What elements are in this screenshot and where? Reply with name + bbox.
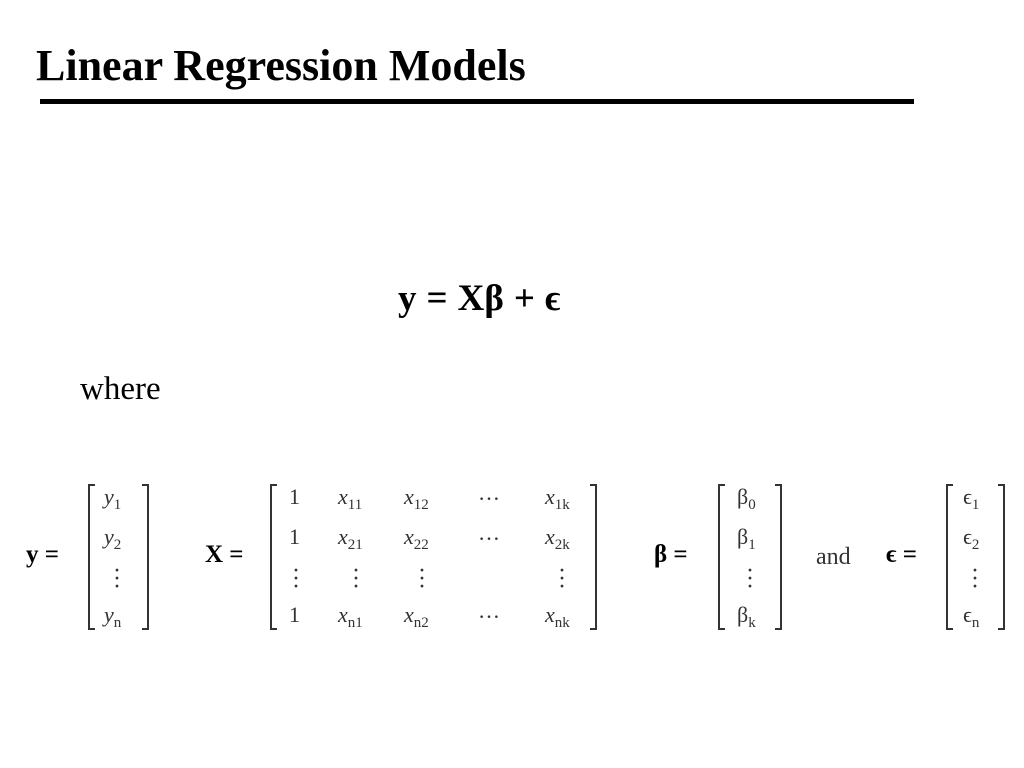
- x-cell-1-1: 1: [289, 484, 300, 509]
- error-left-bracket: [946, 484, 953, 630]
- x-cell-1-3: x12: [404, 484, 429, 513]
- equation-error: ϵ: [544, 278, 561, 319]
- error-vdots: ···: [971, 558, 979, 600]
- x-cell-n-4: …: [478, 598, 500, 623]
- x-cell-1-2: x11: [338, 484, 363, 513]
- x-cell-2-5: x2k: [545, 524, 570, 553]
- x-cell-1-4: …: [478, 480, 500, 505]
- equation-plus: +: [513, 278, 535, 319]
- y-vdots: ···: [113, 558, 121, 600]
- x-vdots-col-5: ···: [558, 558, 566, 600]
- error-entry-2: ϵ2: [963, 524, 980, 553]
- x-matrix-label: X =: [205, 541, 244, 568]
- x-cell-n-5: xnk: [545, 602, 570, 631]
- beta-vdots: ···: [746, 558, 754, 600]
- x-vdots-col-2: ···: [352, 558, 360, 600]
- beta-entry-0: β0: [737, 484, 756, 513]
- y-entry-1: y1: [104, 484, 122, 513]
- y-left-bracket: [88, 484, 95, 630]
- equation-x-beta: Xβ: [457, 278, 504, 319]
- y-entry-n: yn: [104, 602, 122, 631]
- x-right-bracket: [590, 484, 597, 630]
- x-cell-2-3: x22: [404, 524, 429, 553]
- x-cell-n-3: xn2: [404, 602, 429, 631]
- y-entry-2: y2: [104, 524, 122, 553]
- equation-y: y: [398, 278, 417, 319]
- x-cell-1-5: x1k: [545, 484, 570, 513]
- x-cell-2-2: x21: [338, 524, 363, 553]
- beta-vector-label: β =: [654, 541, 688, 568]
- x-cell-2-1: 1: [289, 524, 300, 549]
- beta-entry-k: βk: [737, 602, 756, 631]
- slide-title: Linear Regression Models: [36, 41, 526, 90]
- error-vector-label: ϵ =: [886, 541, 918, 568]
- x-cell-n-1: 1: [289, 602, 300, 627]
- x-vdots-col-3: ···: [418, 558, 426, 600]
- x-vdots-col-1: ···: [292, 558, 300, 600]
- y-vector-label: y =: [26, 541, 59, 568]
- y-right-bracket: [142, 484, 149, 630]
- error-entry-1: ϵ1: [963, 484, 980, 513]
- beta-entry-1: β1: [737, 524, 756, 553]
- regression-equation: y=Xβ+ϵ: [398, 276, 560, 322]
- beta-left-bracket: [718, 484, 725, 630]
- x-cell-2-4: …: [478, 520, 500, 545]
- and-connector: and: [816, 544, 851, 570]
- error-right-bracket: [998, 484, 1005, 630]
- where-label: where: [80, 371, 161, 407]
- x-left-bracket: [270, 484, 277, 630]
- title-underline: [40, 99, 914, 104]
- beta-right-bracket: [775, 484, 782, 630]
- error-entry-n: ϵn: [963, 602, 980, 631]
- x-cell-n-2: xn1: [338, 602, 363, 631]
- equation-equals: =: [426, 278, 448, 319]
